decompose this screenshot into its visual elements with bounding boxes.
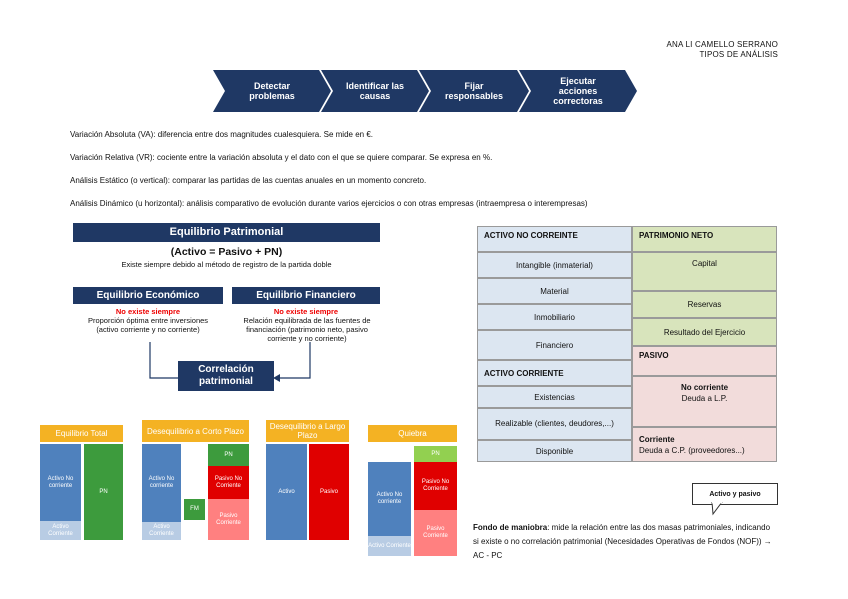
block-activo: Activo bbox=[266, 444, 307, 540]
equilibrio-formula: (Activo = Pasivo + PN) bbox=[170, 246, 283, 258]
balance-sheet: ACTIVO NO CORREINTE Intangible (inmateri… bbox=[477, 226, 777, 462]
corriente-label: Corriente bbox=[639, 434, 675, 444]
author-name: ANA LI CAMELLO SERRANO bbox=[666, 40, 778, 49]
block-pasivo-corriente: Pasivo Corriente bbox=[208, 499, 249, 540]
economico-flag: No existe siempre bbox=[115, 307, 181, 316]
economico-desc: Proporción óptima entre inversiones (act… bbox=[87, 316, 209, 334]
definition-estatico: Análisis Estático (o vertical): comparar… bbox=[70, 176, 427, 185]
financiero-flag: No existe siempre bbox=[273, 307, 339, 316]
pasivo-header: PASIVO bbox=[632, 346, 777, 376]
no-corriente-label: No corriente bbox=[680, 383, 729, 392]
deuda-lp-label: Deuda a L.P. bbox=[681, 394, 728, 403]
financiero-row: Financiero bbox=[477, 330, 632, 360]
deuda-cp-label: Deuda a C.P. (proveedores...) bbox=[639, 445, 745, 455]
reservas-row: Reservas bbox=[632, 291, 777, 318]
block-activo-corriente: Activo Corriente bbox=[368, 536, 411, 556]
process-step-2: Identificar las causas bbox=[321, 70, 429, 112]
fondo-maniobra-term: Fondo de maniobra bbox=[473, 523, 548, 532]
activo-pasivo-bubble: Activo y pasivo bbox=[692, 483, 778, 505]
block-fm: FM bbox=[184, 499, 205, 520]
chart-quiebra-title: Quiebra bbox=[368, 425, 457, 442]
realizable-row: Realizable (clientes, deudores,...) bbox=[477, 408, 632, 440]
equilibrio-financiero-title: Equilibrio Financiero bbox=[232, 287, 380, 304]
block-pn: PN bbox=[414, 446, 457, 462]
definition-vr: Variación Relativa (VR): cociente entre … bbox=[70, 153, 493, 162]
equilibrio-note: Existe siempre debido al método de regis… bbox=[121, 260, 332, 269]
fondo-maniobra-text: Fondo de maniobra: mide la relación entr… bbox=[473, 521, 773, 563]
block-activo-no-corriente: Activo No corriente bbox=[142, 444, 181, 522]
activo-corriente-header: ACTIVO CORRIENTE bbox=[477, 360, 632, 386]
intangible-row: Intangible (inmaterial) bbox=[477, 252, 632, 278]
process-step-4: Ejecutar acciones correctoras bbox=[519, 70, 637, 112]
block-activo-no-corriente: Activo No corriente bbox=[368, 462, 411, 536]
process-step-3: Fijar responsables bbox=[419, 70, 529, 112]
financiero-desc: Relación equilibrada de las fuentes de f… bbox=[243, 316, 371, 343]
inmobiliario-row: Inmobiliario bbox=[477, 304, 632, 330]
document-subtitle: TIPOS DE ANÁLISIS bbox=[699, 50, 778, 59]
material-row: Material bbox=[477, 278, 632, 304]
resultado-row: Resultado del Ejercicio bbox=[632, 318, 777, 346]
pasivo-corriente-cell: Corriente Deuda a C.P. (proveedores...) bbox=[632, 427, 777, 462]
block-pasivo-corriente: Pasivo Corriente bbox=[414, 510, 457, 556]
block-activo-corriente: Activo Corriente bbox=[40, 521, 81, 540]
definition-va: Variación Absoluta (VA): diferencia entr… bbox=[70, 130, 373, 139]
block-pasivo: Pasivo bbox=[309, 444, 349, 540]
header: ANA LI CAMELLO SERRANO TIPOS DE ANÁLISIS bbox=[666, 40, 778, 60]
chart-equilibrio-total-title: Equilibrio Total bbox=[40, 425, 123, 442]
correlacion-patrimonial: Correlación patrimonial bbox=[178, 361, 274, 391]
block-pn: PN bbox=[84, 444, 123, 540]
block-pn: PN bbox=[208, 444, 249, 466]
definition-dinamico: Análisis Dinámico (u horizontal): anális… bbox=[70, 199, 588, 208]
block-pasivo-no-corriente: Pasivo No Corriente bbox=[208, 466, 249, 499]
disponible-row: Disponible bbox=[477, 440, 632, 462]
equilibrio-economico-title: Equilibrio Económico bbox=[73, 287, 223, 304]
process-step-1: Detectar problemas bbox=[213, 70, 331, 112]
chart-desequilibrio-cp-title: Desequilibrio a Corto Plazo bbox=[142, 420, 249, 442]
block-pasivo-no-corriente: Pasivo No Corriente bbox=[414, 462, 457, 510]
fondo-maniobra-definition: : mide la relación entre las dos masas p… bbox=[473, 523, 772, 560]
patrimonio-neto-header: PATRIMONIO NETO bbox=[632, 226, 777, 252]
capital-row: Capital bbox=[632, 252, 777, 291]
block-activo-corriente: Activo Corriente bbox=[142, 522, 181, 540]
activo-no-corriente-header: ACTIVO NO CORREINTE bbox=[477, 226, 632, 252]
equilibrio-patrimonial-title: Equilibrio Patrimonial bbox=[73, 223, 380, 242]
chart-desequilibrio-lp-title: Desequilibrio a Largo Plazo bbox=[266, 420, 349, 442]
existencias-row: Existencias bbox=[477, 386, 632, 408]
block-activo-no-corriente: Activo No corriente bbox=[40, 444, 81, 521]
pasivo-no-corriente-cell: No corriente Deuda a L.P. bbox=[632, 376, 777, 427]
bubble-tail bbox=[711, 502, 723, 516]
